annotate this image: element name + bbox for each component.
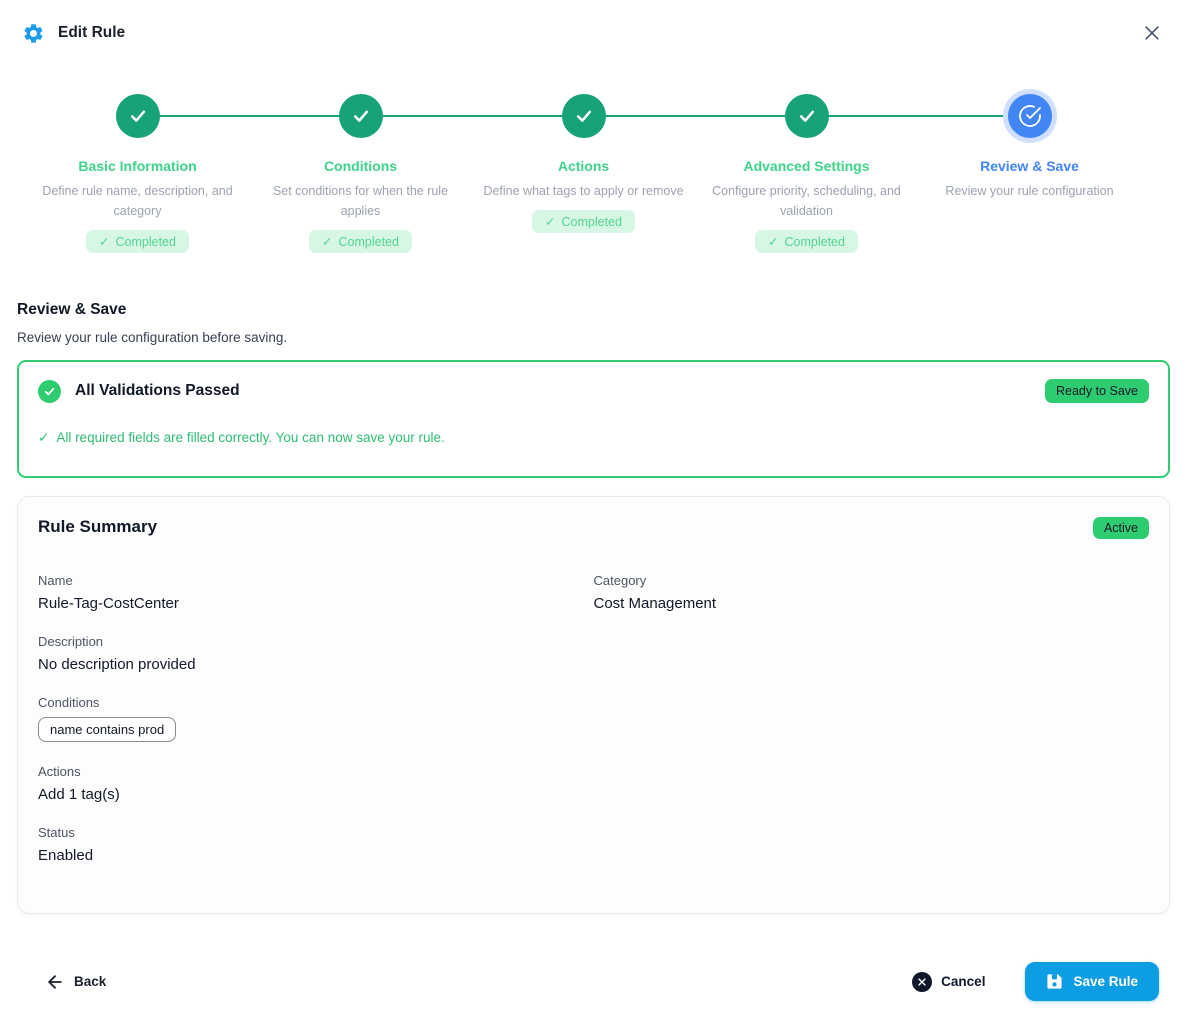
step-description: Review your rule configuration — [945, 184, 1114, 198]
step-title: Advanced Settings — [743, 158, 870, 174]
check-icon: ✓ — [545, 215, 556, 229]
validation-panel: All Validations Passed Ready to Save ✓Al… — [17, 360, 1170, 478]
step-active-check-circle-icon — [1007, 94, 1052, 138]
step-title: Actions — [557, 158, 610, 174]
close-icon[interactable] — [1141, 22, 1163, 44]
field-value: Cost Management — [593, 595, 717, 612]
field-label: Status — [38, 825, 75, 840]
arrow-left-icon — [48, 974, 62, 989]
step-completed-check-icon — [784, 94, 829, 138]
step-status-badge: ✓ Completed — [755, 230, 858, 253]
check-icon: ✓ — [322, 235, 333, 249]
wizard-stepper: Basic Information Define rule name, desc… — [0, 94, 1187, 253]
step-status-badge: ✓ Completed — [86, 230, 189, 253]
summary-right-column: Category Cost Management — [594, 573, 1150, 886]
step-description: Set conditions for when the rule applies — [272, 184, 449, 218]
stepper-step-review-save[interactable]: Review & Save Review your rule configura… — [918, 94, 1141, 253]
summary-field-status: Status Enabled — [38, 825, 594, 864]
stepper-step-advanced-settings[interactable]: Advanced Settings Configure priority, sc… — [695, 94, 918, 253]
step-status-badge: ✓ Completed — [309, 230, 412, 253]
field-label: Description — [38, 634, 104, 649]
check-icon: ✓ — [38, 430, 50, 445]
rule-summary-card: Rule Summary Active Name Rule-Tag-CostCe… — [17, 496, 1170, 914]
save-floppy-icon — [1047, 974, 1063, 989]
section-subtitle: Review your rule configuration before sa… — [17, 330, 288, 345]
field-value: Add 1 tag(s) — [38, 786, 120, 803]
validation-message: ✓All required fields are filled correctl… — [38, 430, 445, 445]
field-label: Name — [38, 573, 73, 588]
step-completed-check-icon — [115, 94, 160, 138]
back-button[interactable]: Back — [45, 972, 106, 992]
gear-icon — [24, 23, 43, 43]
active-status-badge: Active — [1092, 517, 1149, 539]
save-rule-button[interactable]: Save Rule — [1025, 962, 1159, 1001]
step-title: Review & Save — [980, 158, 1079, 174]
stepper-step-basic-information[interactable]: Basic Information Define rule name, desc… — [26, 94, 249, 253]
step-status-badge: ✓ Completed — [532, 210, 635, 233]
condition-chip: name contains prod — [38, 717, 177, 742]
dialog-header: Edit Rule — [0, 0, 1187, 52]
step-description: Define what tags to apply or remove — [483, 184, 684, 198]
section-title: Review & Save — [17, 301, 127, 318]
step-status-label: Completed — [784, 234, 845, 249]
review-save-section: Review & Save Review your rule configura… — [0, 301, 1187, 914]
step-status-label: Completed — [115, 234, 176, 249]
field-label: Conditions — [38, 695, 100, 710]
field-value: Rule-Tag-CostCenter — [38, 595, 179, 612]
x-circle-icon — [912, 971, 933, 992]
stepper-step-actions[interactable]: Actions Define what tags to apply or rem… — [472, 94, 695, 253]
summary-field-description: Description No description provided — [38, 634, 594, 673]
step-completed-check-icon — [561, 94, 606, 138]
ready-to-save-badge: Ready to Save — [1045, 379, 1149, 403]
step-title: Basic Information — [78, 158, 197, 174]
dialog-title: Edit Rule — [58, 24, 126, 41]
cancel-button[interactable]: Cancel — [912, 971, 986, 992]
step-title: Conditions — [323, 158, 398, 174]
summary-field-category: Category Cost Management — [594, 573, 1150, 612]
stepper-step-conditions[interactable]: Conditions Set conditions for when the r… — [249, 94, 472, 253]
step-status-label: Completed — [338, 234, 399, 249]
summary-field-actions: Actions Add 1 tag(s) — [38, 764, 594, 803]
step-description: Configure priority, scheduling, and vali… — [712, 184, 901, 218]
step-completed-check-icon — [338, 94, 383, 138]
validation-title: All Validations Passed — [75, 382, 240, 399]
field-label: Category — [593, 573, 647, 588]
save-button-label: Save Rule — [1073, 974, 1138, 989]
field-label: Actions — [38, 764, 81, 779]
summary-field-conditions: Conditions name contains prod — [38, 695, 594, 742]
step-status-label: Completed — [561, 214, 622, 229]
field-value: Enabled — [38, 847, 94, 864]
back-button-label: Back — [74, 974, 107, 989]
check-icon: ✓ — [99, 235, 110, 249]
summary-field-name: Name Rule-Tag-CostCenter — [38, 573, 594, 612]
summary-left-column: Name Rule-Tag-CostCenter Description No … — [38, 573, 594, 886]
step-description: Define rule name, description, and categ… — [42, 184, 233, 218]
validation-success-check-icon — [38, 379, 61, 403]
dialog-footer: Back Cancel Save Rule — [0, 962, 1187, 1001]
rule-summary-title: Rule Summary — [38, 517, 158, 536]
check-icon: ✓ — [768, 235, 779, 249]
cancel-button-label: Cancel — [941, 974, 986, 989]
field-value: No description provided — [38, 656, 196, 673]
